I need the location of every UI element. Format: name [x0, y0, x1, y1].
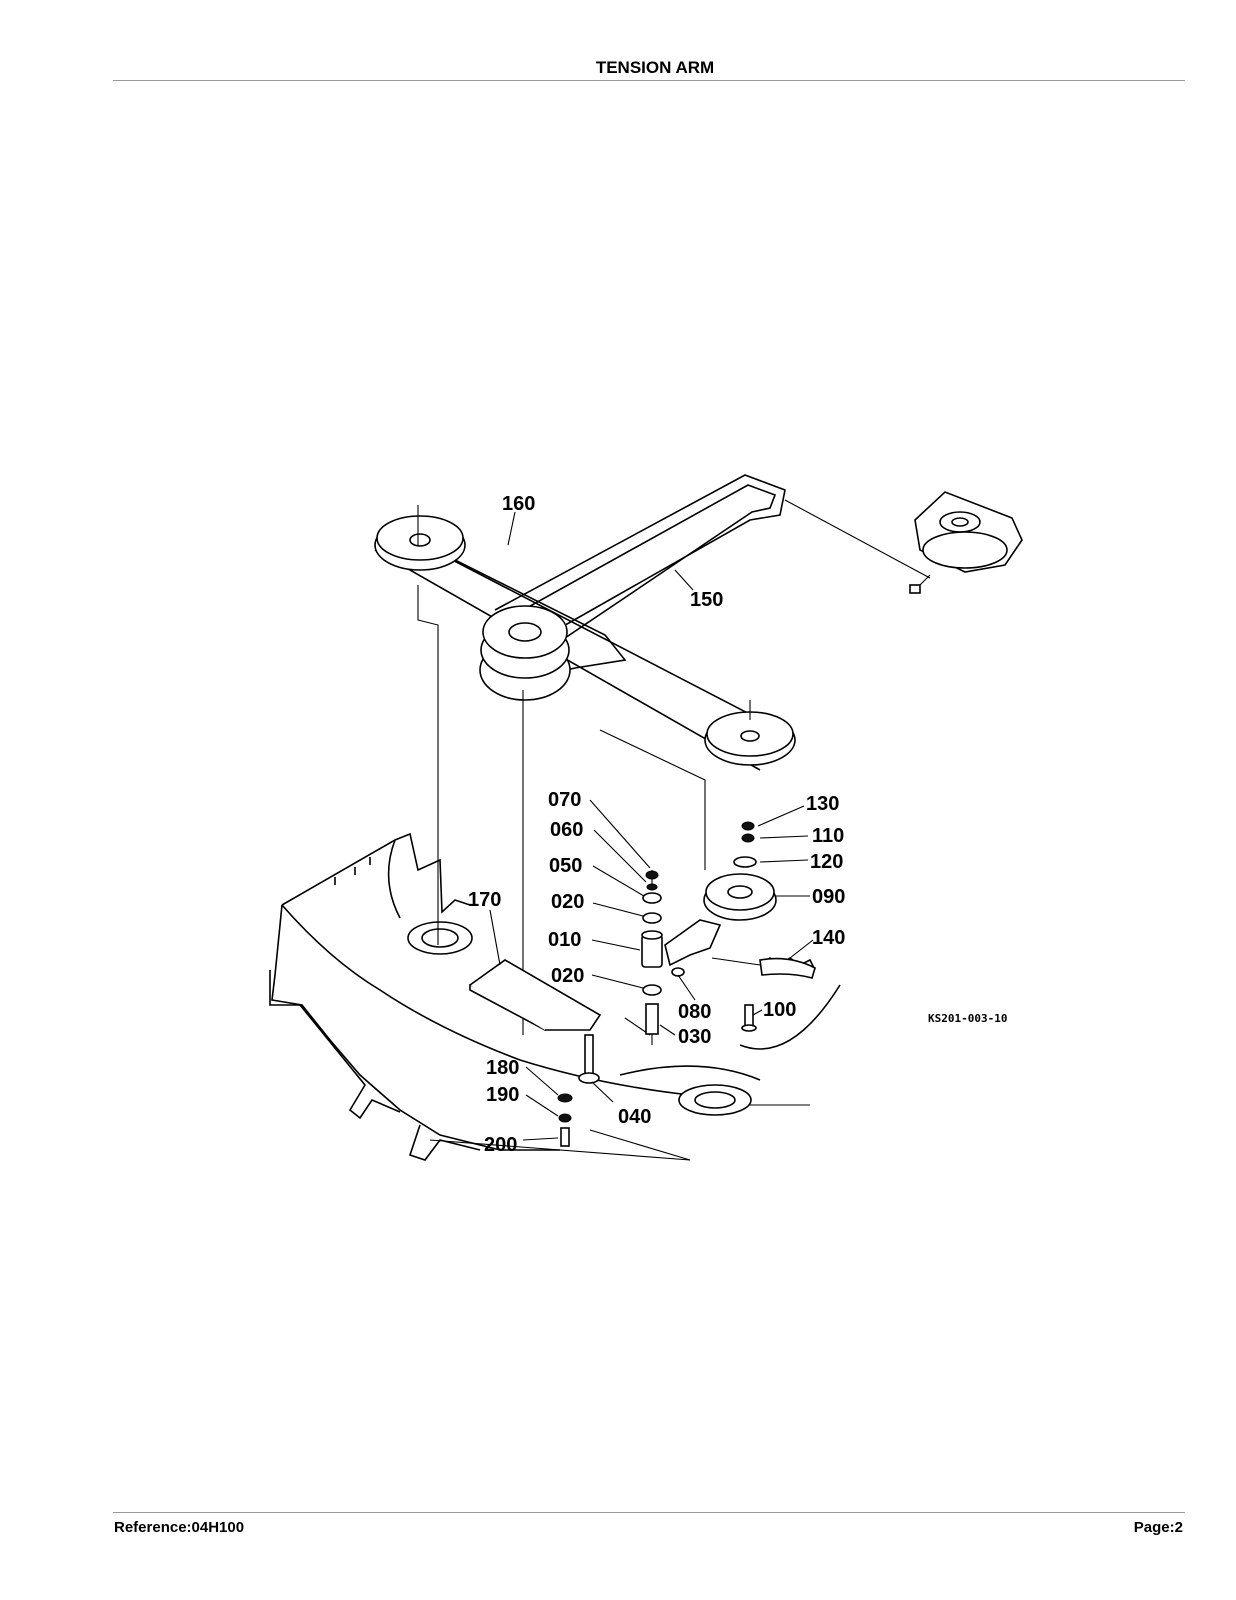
callouts: 160 150 130 110 120 090 140 070 060 050 … — [468, 493, 1007, 1156]
header-divider — [113, 80, 1185, 81]
callout-100: 100 — [763, 999, 796, 1021]
callout-090: 090 — [812, 886, 845, 908]
footer-page-number: Page:2 — [1133, 1519, 1183, 1536]
callout-020-upper: 020 — [551, 891, 584, 913]
callout-160: 160 — [502, 493, 535, 515]
callout-170: 170 — [468, 889, 501, 911]
callout-060: 060 — [550, 819, 583, 841]
footer-reference: Reference:04H100 — [114, 1519, 245, 1536]
tension-arm-assembly — [469, 821, 816, 1147]
callout-010: 010 — [548, 929, 581, 951]
callout-070: 070 — [548, 789, 581, 811]
callout-110: 110 — [812, 825, 844, 847]
pulley-right — [704, 711, 796, 766]
mower-deck — [269, 832, 841, 1161]
callout-120: 120 — [810, 851, 843, 873]
callout-130: 130 — [806, 793, 839, 815]
pulley-left — [374, 515, 466, 571]
belt-150 — [494, 474, 786, 639]
callout-140: 140 — [812, 927, 845, 949]
callout-150: 150 — [690, 589, 723, 611]
page-title: TENSION ARM — [595, 58, 715, 77]
callout-040: 040 — [618, 1106, 651, 1128]
callout-050: 050 — [549, 855, 582, 877]
callout-020-lower: 020 — [551, 965, 584, 987]
pulley-center — [479, 605, 571, 701]
callout-180: 180 — [486, 1057, 519, 1079]
callout-030: 030 — [678, 1026, 711, 1048]
leader-lines — [489, 511, 814, 1141]
callout-080: 080 — [678, 1001, 711, 1023]
drawing-id: KS201-003-10 — [928, 1012, 1007, 1025]
callout-190: 190 — [486, 1084, 519, 1106]
footer-divider — [113, 1512, 1185, 1513]
callout-200: 200 — [484, 1134, 517, 1156]
electric-clutch — [909, 491, 1023, 594]
